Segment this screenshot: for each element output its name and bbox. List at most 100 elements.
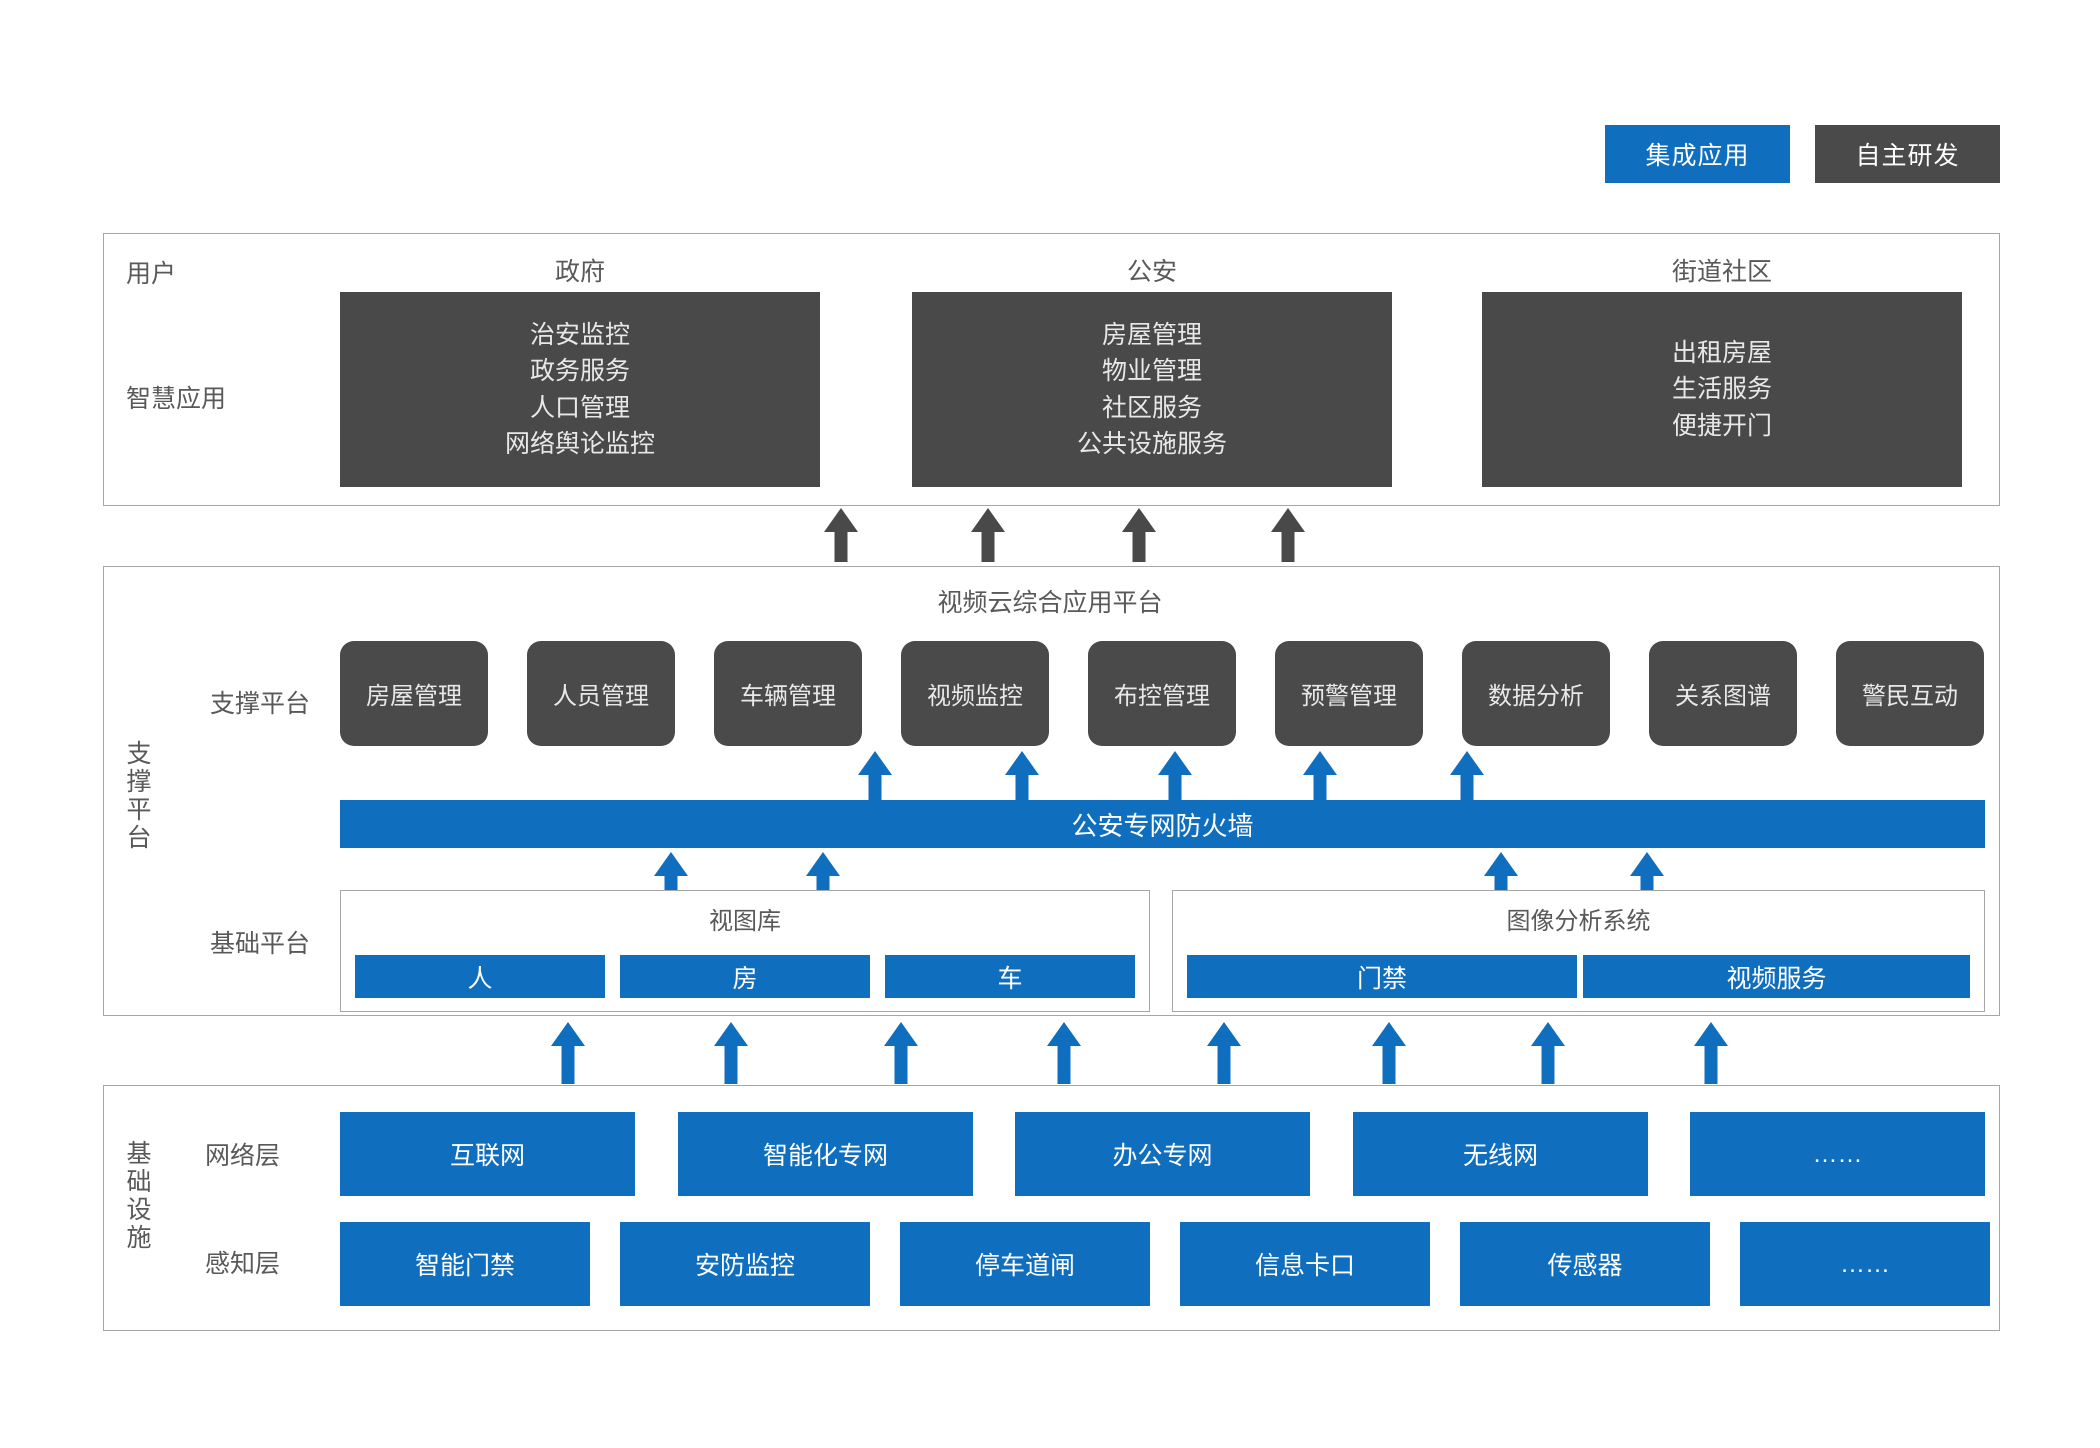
platform-module-label: 预警管理 [1301, 683, 1397, 710]
application-box-police: 房屋管理 物业管理 社区服务 公共设施服务 [912, 292, 1392, 487]
sense-item-security-monitoring[interactable]: 安防监控 [620, 1222, 870, 1306]
network-item-label: 互联网 [449, 1142, 525, 1170]
base-item-label: 门禁 [1356, 964, 1407, 993]
network-item-label: 智能化专网 [762, 1142, 888, 1170]
application-item: 政务服务 [529, 357, 630, 386]
legend-integrated-app: 集成应用 [1605, 125, 1790, 183]
sense-item-checkpoint[interactable]: 信息卡口 [1180, 1222, 1430, 1306]
arrow-up-to-application [1122, 508, 1156, 562]
arrow-up-to-application [824, 508, 858, 562]
application-item: 生活服务 [1671, 375, 1772, 404]
application-item: 物业管理 [1101, 357, 1202, 386]
user-row-label: 用户 [126, 260, 177, 288]
sense-layer-row-label: 感知层 [205, 1250, 281, 1278]
arrow-up-to-base-platform [551, 1022, 585, 1084]
sense-item-more[interactable]: …… [1740, 1222, 1990, 1306]
platform-module-label: 人员管理 [553, 683, 649, 710]
arrow-up-to-platform-module [1158, 751, 1192, 805]
support-platform-row-label: 支撑平台 [210, 690, 311, 718]
platform-module-label: 布控管理 [1114, 683, 1210, 710]
network-item-internet[interactable]: 互联网 [340, 1112, 635, 1196]
network-item-wireless-network[interactable]: 无线网 [1353, 1112, 1648, 1196]
base-item-video-service[interactable]: 视频服务 [1583, 955, 1970, 998]
arrow-up-to-base-platform [714, 1022, 748, 1084]
arrow-up-to-application [971, 508, 1005, 562]
platform-title: 视频云综合应用平台 [937, 589, 1163, 617]
network-layer-row-label: 网络层 [205, 1142, 281, 1170]
network-item-label: 无线网 [1462, 1142, 1538, 1170]
application-item: 出租房屋 [1671, 339, 1772, 368]
platform-module-video-surveillance[interactable]: 视频监控 [901, 641, 1049, 746]
firewall-label: 公安专网防火墙 [1071, 810, 1254, 841]
platform-module-personnel-management[interactable]: 人员管理 [527, 641, 675, 746]
firewall-bar: 公安专网防火墙 [340, 800, 1985, 848]
application-item: 治安监控 [529, 321, 630, 349]
platform-module-data-analysis[interactable]: 数据分析 [1462, 641, 1610, 746]
sense-item-parking-barrier[interactable]: 停车道闸 [900, 1222, 1150, 1306]
platform-module-label: 关系图谱 [1675, 683, 1771, 710]
network-item-more[interactable]: …… [1690, 1112, 1985, 1196]
arrow-up-to-application [1271, 508, 1305, 562]
platform-module-label: 房屋管理 [366, 683, 462, 710]
arrow-up-to-base-platform [884, 1022, 918, 1084]
base-item-label: 房 [732, 964, 758, 993]
platform-module-relation-graph[interactable]: 关系图谱 [1649, 641, 1797, 746]
application-item: 社区服务 [1101, 393, 1202, 422]
arrow-up-to-platform-module [1450, 751, 1484, 805]
base-item-label: 人 [467, 964, 493, 993]
base-group-title: 图像分析系统 [1506, 908, 1651, 935]
base-item-label: 视频服务 [1726, 964, 1827, 993]
base-item-access-control[interactable]: 门禁 [1187, 955, 1577, 998]
legend-selfdev-label: 自主研发 [1855, 142, 1960, 170]
arrow-up-to-base-platform [1531, 1022, 1565, 1084]
application-item: 人口管理 [529, 393, 630, 422]
platform-module-label: 数据分析 [1488, 683, 1584, 710]
arrow-up-to-base-platform [1372, 1022, 1406, 1084]
sense-item-label: …… [1840, 1249, 1890, 1278]
application-item: 房屋管理 [1101, 321, 1202, 349]
sense-item-smart-access-control[interactable]: 智能门禁 [340, 1222, 590, 1306]
network-item-intelligent-private-network[interactable]: 智能化专网 [678, 1112, 973, 1196]
arrow-up-to-base-platform [1047, 1022, 1081, 1084]
arrow-up-to-platform-module [858, 751, 892, 805]
arrow-up-to-platform-module [1303, 751, 1337, 805]
base-item-person[interactable]: 人 [355, 955, 605, 998]
sense-item-label: 安防监控 [694, 1252, 795, 1280]
support-platform-side-label: 支撑平台 [126, 740, 152, 852]
base-group-title: 视图库 [709, 908, 781, 935]
base-item-label: 车 [997, 964, 1023, 993]
base-item-vehicle[interactable]: 车 [885, 955, 1135, 998]
base-platform-row-label: 基础平台 [210, 930, 311, 958]
arrow-up-to-base-platform [1694, 1022, 1728, 1084]
arrow-up-to-platform-module [1005, 751, 1039, 805]
platform-module-house-management[interactable]: 房屋管理 [340, 641, 488, 746]
application-item: 网络舆论监控 [504, 429, 655, 458]
arrow-up-to-base-platform [1207, 1022, 1241, 1084]
sense-item-sensor[interactable]: 传感器 [1460, 1222, 1710, 1306]
application-box-government: 治安监控 政务服务 人口管理 网络舆论监控 [340, 292, 820, 487]
network-item-label: 办公专网 [1112, 1142, 1213, 1170]
legend-integrated-label: 集成应用 [1645, 142, 1750, 170]
application-item: 公共设施服务 [1076, 429, 1227, 458]
platform-module-vehicle-management[interactable]: 车辆管理 [714, 641, 862, 746]
application-item: 便捷开门 [1671, 411, 1772, 440]
platform-module-early-warning[interactable]: 预警管理 [1275, 641, 1423, 746]
sense-item-label: 信息卡口 [1254, 1252, 1355, 1280]
platform-module-label: 车辆管理 [740, 683, 836, 710]
infrastructure-side-label: 基础设施 [126, 1140, 152, 1252]
application-box-community: 出租房屋 生活服务 便捷开门 [1482, 292, 1962, 487]
legend-self-developed: 自主研发 [1815, 125, 2000, 183]
group-header-government: 政府 [554, 258, 605, 286]
platform-module-deployment-control[interactable]: 布控管理 [1088, 641, 1236, 746]
platform-module-label: 视频监控 [927, 683, 1023, 710]
group-header-community: 街道社区 [1671, 258, 1772, 286]
group-header-police: 公安 [1126, 258, 1177, 286]
platform-module-label: 警民互动 [1862, 683, 1958, 710]
sense-item-label: 传感器 [1547, 1252, 1623, 1280]
smart-application-row-label: 智慧应用 [126, 385, 227, 413]
sense-item-label: 智能门禁 [414, 1252, 515, 1280]
sense-item-label: 停车道闸 [974, 1252, 1075, 1280]
platform-module-police-public-interaction[interactable]: 警民互动 [1836, 641, 1984, 746]
base-item-house[interactable]: 房 [620, 955, 870, 998]
network-item-office-private-network[interactable]: 办公专网 [1015, 1112, 1310, 1196]
